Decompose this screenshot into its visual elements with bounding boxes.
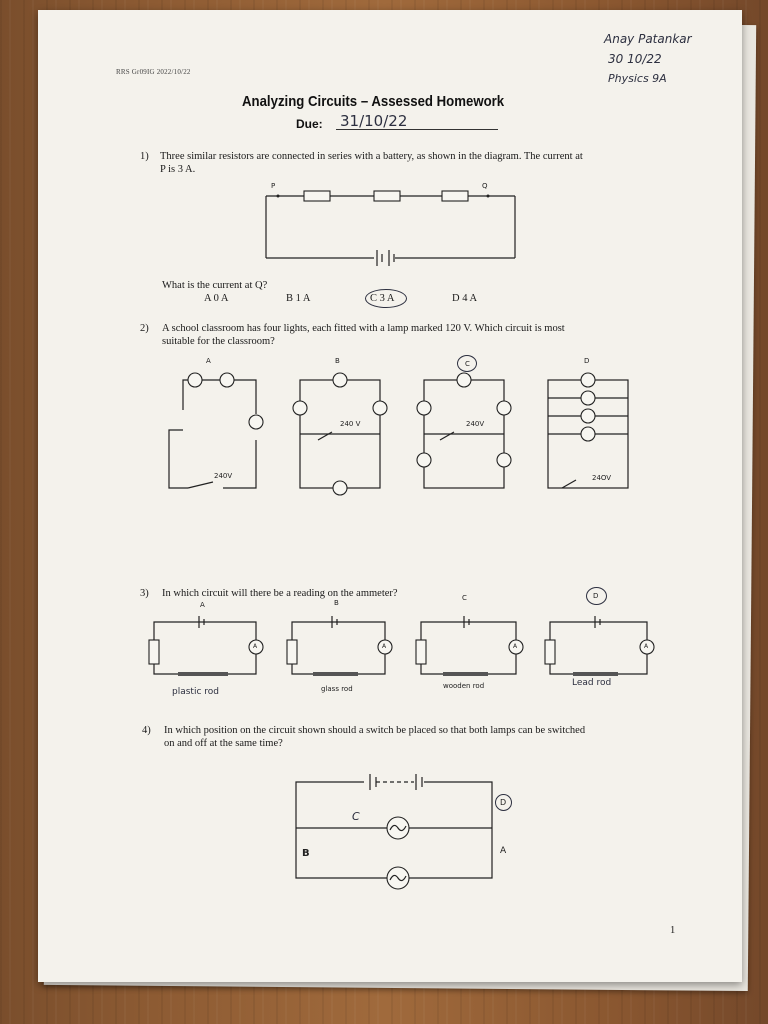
ammeter-b-icon: A xyxy=(382,643,387,650)
q2-text-line1: A school classroom has four lights, each… xyxy=(162,323,565,334)
q2-lighting-circuits xyxy=(168,372,629,496)
ammeter-c-icon: A xyxy=(513,643,518,650)
q3-label-c[interactable]: C xyxy=(462,594,467,602)
q3-text: In which circuit will there be a reading… xyxy=(162,588,398,599)
document-code: RRS Gr09IG 2022/10/22 xyxy=(116,68,191,76)
q1-text-line2: P is 3 A. xyxy=(160,164,196,175)
q1-option-b[interactable]: B 1 A xyxy=(286,293,311,304)
q3-label-a[interactable]: A xyxy=(200,601,205,609)
q4-text: In which position on the circuit shown s… xyxy=(164,724,684,750)
due-underline xyxy=(336,129,498,130)
q2-voltage-c: 240V xyxy=(466,420,485,428)
q1-answer-circle xyxy=(365,289,407,308)
q3-rod-d: Lead rod xyxy=(572,678,612,688)
q3-number: 3) xyxy=(140,588,149,599)
q4-answer-circle xyxy=(495,794,512,811)
due-label: Due: xyxy=(296,117,323,131)
q4-text-line1: In which position on the circuit shown s… xyxy=(164,725,586,736)
q1-text-line1: Three similar resistors are connected in… xyxy=(160,151,583,162)
ammeter-a-icon: A xyxy=(253,643,258,650)
page-number: 1 xyxy=(670,925,676,936)
q1-prompt: What is the current at Q? xyxy=(162,280,268,291)
ammeter-d-icon: A xyxy=(644,643,649,650)
worksheet-page: RRS Gr09IG 2022/10/22 Anay Patankar 30 1… xyxy=(38,10,742,982)
q3-answer-circle xyxy=(586,587,607,605)
handwritten-date: 30 10/22 xyxy=(608,52,662,66)
q4-number: 4) xyxy=(142,725,151,736)
q1-option-d[interactable]: D 4 A xyxy=(452,293,478,304)
q3-label-b[interactable]: B xyxy=(334,599,339,607)
student-name: Anay Patankar xyxy=(604,32,692,46)
q2-voltage-a: 240V xyxy=(214,472,233,480)
q2-voltage-d: 24OV xyxy=(592,474,612,482)
q3-rod-a: plastic rod xyxy=(172,687,219,697)
q4-position-c[interactable]: C xyxy=(352,810,360,823)
q3-ammeter-circuits xyxy=(148,616,655,676)
page-title: Analyzing Circuits – Assessed Homework xyxy=(242,93,505,110)
q1-number: 1) xyxy=(140,151,149,162)
q3-rod-c: wooden rod xyxy=(443,682,485,690)
q2-answer-circle xyxy=(457,355,477,372)
due-date: 31/10/22 xyxy=(340,112,408,130)
q4-text-line2: on and off at the same time? xyxy=(164,738,283,749)
q1-label-q: Q xyxy=(482,182,488,190)
q1-label-p: P xyxy=(271,182,276,190)
q2-number: 2) xyxy=(140,323,149,334)
q1-series-circuit-diagram xyxy=(265,190,516,266)
q2-label-a[interactable]: A xyxy=(206,357,211,365)
q2-voltage-b: 240 V xyxy=(340,420,361,428)
q3-rod-b: glass rod xyxy=(321,685,353,693)
q2-label-b[interactable]: B xyxy=(335,357,340,365)
q4-parallel-lamp-circuit xyxy=(295,774,493,890)
q1-text: Three similar resistors are connected in… xyxy=(160,150,680,176)
q1-option-a[interactable]: A 0 A xyxy=(204,293,229,304)
q2-text: A school classroom has four lights, each… xyxy=(162,322,682,348)
q2-text-line2: suitable for the classroom? xyxy=(162,336,275,347)
q2-label-d[interactable]: D xyxy=(584,357,590,365)
q4-position-a[interactable]: A xyxy=(500,846,507,856)
class-label: Physics 9A xyxy=(608,72,667,85)
q4-position-b[interactable]: B xyxy=(302,848,310,859)
